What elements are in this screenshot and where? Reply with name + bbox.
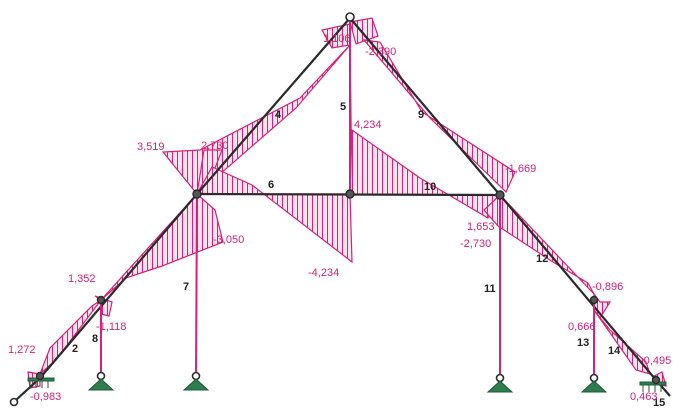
support-post-8 — [87, 371, 115, 391]
member-top-left — [196, 17, 351, 195]
joint-centre — [345, 189, 355, 199]
member-left-rafter — [39, 193, 198, 379]
support-post-7 — [182, 371, 210, 391]
joint-left-low — [96, 295, 106, 305]
member-label: 5 — [340, 101, 346, 113]
moment-value: -0,983 — [30, 391, 61, 403]
member-label: 11 — [484, 283, 496, 295]
member-label: 2 — [72, 343, 78, 355]
joints — [9, 12, 671, 407]
moment-fill-member-6 — [195, 166, 353, 264]
structural-frame — [39, 17, 657, 381]
member-label: 9 — [418, 109, 424, 121]
member-label: 12 — [536, 253, 548, 265]
moment-fill-apex-right — [349, 17, 379, 45]
support-left-end — [27, 371, 55, 388]
support-post-11 — [486, 373, 514, 393]
hinge-left-end — [9, 397, 19, 407]
member-post-7 — [195, 193, 198, 377]
moment-values: 1,106 -2,390 4,234 3,519 2,730 -1,669 1,… — [8, 33, 671, 403]
moment-value: 2,730 — [201, 140, 229, 152]
moment-value: 0,463 — [630, 391, 658, 403]
member-label: 13 — [577, 337, 589, 349]
joint-right-low — [589, 295, 599, 305]
member-label: 6 — [268, 179, 274, 191]
apex-hinge — [345, 12, 355, 22]
moment-value: 0,666 — [568, 321, 596, 333]
member-label: 4 — [275, 109, 282, 121]
member-label: 15 — [653, 397, 665, 409]
member-label: 7 — [183, 281, 189, 293]
moment-fill-member-4 — [161, 44, 351, 195]
moment-fill-member-9 — [362, 39, 516, 194]
supports — [27, 371, 667, 393]
moment-value: 4,234 — [354, 119, 382, 131]
moment-fill-member-10 — [349, 128, 501, 219]
member-label: 14 — [608, 345, 621, 357]
moment-value: -2,390 — [365, 46, 396, 58]
moment-value: 1,106 — [323, 33, 351, 45]
joint-right-mid — [495, 190, 505, 200]
moment-value: 1,653 — [467, 221, 495, 233]
support-post-13 — [580, 373, 608, 393]
member-right-rafter — [499, 194, 657, 381]
moment-value: -0,495 — [640, 355, 671, 367]
support-right-end — [639, 375, 667, 392]
moment-value: -0,896 — [592, 281, 623, 293]
member-labels: 2 4 5 6 7 8 9 10 11 12 13 14 15 — [72, 101, 665, 409]
moment-value: 1,272 — [8, 344, 36, 356]
moment-value: -1,669 — [505, 163, 536, 175]
moment-value: -2,730 — [460, 238, 491, 250]
member-top-right — [349, 17, 501, 196]
member-label: 10 — [424, 181, 436, 193]
moment-fill-member-14 — [593, 309, 651, 375]
moment-value: -1,118 — [96, 321, 126, 333]
joint-left-mid — [192, 189, 202, 199]
member-label: 8 — [92, 333, 98, 345]
moment-value: -3,050 — [213, 234, 244, 246]
moment-value: 3,519 — [137, 141, 165, 153]
moment-value: -4,234 — [308, 267, 339, 279]
moment-value: 1,352 — [68, 273, 96, 285]
